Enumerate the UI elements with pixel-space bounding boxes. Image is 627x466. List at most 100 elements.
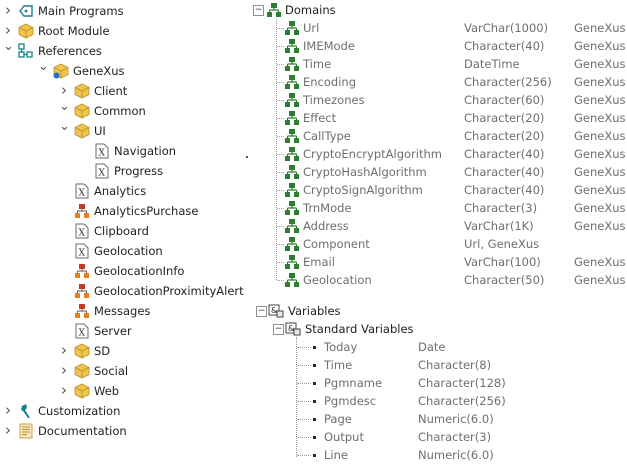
variable-type: Numeric(6.0) bbox=[418, 412, 494, 426]
chevron-right-icon[interactable]: › bbox=[61, 81, 67, 99]
tree-item-label: SD bbox=[94, 344, 111, 358]
svg-text:X: X bbox=[99, 149, 106, 159]
tree-item[interactable]: ›Customization bbox=[0, 401, 245, 421]
tree-item[interactable]: ⌄References bbox=[0, 39, 245, 61]
external-object-icon: X bbox=[94, 163, 110, 179]
domain-icon bbox=[284, 110, 300, 126]
tree-item[interactable]: ⌄Common bbox=[0, 99, 245, 121]
tree-item-label: Progress bbox=[114, 164, 164, 178]
domain-type: Character(20) bbox=[464, 129, 545, 143]
module-icon bbox=[74, 103, 90, 119]
chevron-right-icon[interactable]: › bbox=[5, 21, 11, 39]
tree-item-label: Main Programs bbox=[38, 4, 124, 18]
sdt-icon bbox=[74, 283, 90, 299]
tree-item-label: UI bbox=[94, 124, 106, 138]
tree-item[interactable]: Messages bbox=[0, 301, 245, 321]
tree-connector bbox=[277, 100, 284, 101]
domain-module: GeneXus bbox=[574, 57, 626, 71]
svg-text:X: X bbox=[79, 229, 86, 239]
domain-name: CryptoEncryptAlgorithm bbox=[303, 147, 442, 161]
chevron-right-icon[interactable]: › bbox=[5, 1, 11, 19]
tree-item-label: AnalyticsPurchase bbox=[94, 204, 199, 218]
tree-connector bbox=[297, 419, 311, 420]
variable-bullet-icon bbox=[313, 400, 316, 403]
tree-item[interactable]: GeolocationInfo bbox=[0, 261, 245, 281]
tree-connector bbox=[297, 365, 311, 366]
tree-item[interactable]: ⌄ UI bbox=[0, 119, 245, 141]
domain-type: DateTime bbox=[464, 57, 520, 71]
domain-type: Character(50) bbox=[464, 273, 545, 287]
tree-item[interactable]: ›Web bbox=[0, 381, 245, 401]
chevron-down-icon[interactable]: ⌄ bbox=[38, 59, 49, 74]
chevron-down-icon[interactable]: ⌄ bbox=[59, 99, 70, 114]
tree-item-label: Messages bbox=[94, 304, 151, 318]
variable-type: Character(8) bbox=[418, 358, 492, 372]
tree-item[interactable]: AnalyticsPurchase bbox=[0, 201, 245, 221]
domain-name: CryptoHashAlgorithm bbox=[303, 165, 427, 179]
tree-connector bbox=[277, 280, 284, 281]
chevron-right-icon[interactable]: › bbox=[61, 341, 67, 359]
tree-item[interactable]: X Progress bbox=[0, 161, 245, 181]
tree-item[interactable]: ›Root Module bbox=[0, 21, 245, 41]
tree-item[interactable]: ›Client bbox=[0, 81, 245, 101]
domain-icon bbox=[284, 128, 300, 144]
chevron-right-icon[interactable]: › bbox=[61, 361, 67, 379]
domain-name: TrnMode bbox=[303, 201, 352, 215]
domain-type: Character(3) bbox=[464, 201, 538, 215]
module-icon bbox=[74, 363, 90, 379]
chevron-right-icon[interactable]: › bbox=[61, 381, 67, 399]
domain-name: Url bbox=[303, 21, 320, 35]
domain-name: Effect bbox=[303, 111, 337, 125]
tree-item[interactable]: › Main Programs bbox=[0, 1, 245, 21]
variables-collapse-toggle[interactable]: − bbox=[256, 306, 267, 317]
tree-item[interactable]: › SD bbox=[0, 341, 245, 361]
chevron-down-icon[interactable]: ⌄ bbox=[59, 119, 70, 134]
variable-row[interactable]: Time Character(8) bbox=[324, 355, 624, 373]
chevron-right-icon[interactable]: › bbox=[5, 421, 11, 439]
tree-item[interactable]: ⌄GeneXus bbox=[0, 59, 245, 81]
variables-icon: & bbox=[285, 321, 301, 337]
domain-name: Component bbox=[303, 237, 370, 251]
chevron-down-icon[interactable]: ⌄ bbox=[3, 39, 14, 54]
tree-item[interactable]: ›Social bbox=[0, 361, 245, 381]
variable-type: Numeric(6.0) bbox=[418, 448, 494, 462]
tree-connector bbox=[277, 244, 284, 245]
domain-module: GeneXus bbox=[574, 39, 626, 53]
variable-type: Character(128) bbox=[418, 376, 506, 390]
domains-collapse-toggle[interactable]: − bbox=[253, 5, 264, 16]
variable-name: Time bbox=[324, 358, 353, 372]
domain-icon bbox=[284, 272, 300, 288]
tree-item[interactable]: ›Documentation bbox=[0, 421, 245, 441]
chevron-right-icon[interactable]: › bbox=[5, 401, 11, 419]
tree-item[interactable]: GeolocationProximityAlert bbox=[0, 281, 245, 301]
module-icon bbox=[18, 23, 34, 39]
standard-variables-collapse-toggle[interactable]: − bbox=[273, 324, 284, 335]
domain-module: GeneXus bbox=[574, 129, 626, 143]
